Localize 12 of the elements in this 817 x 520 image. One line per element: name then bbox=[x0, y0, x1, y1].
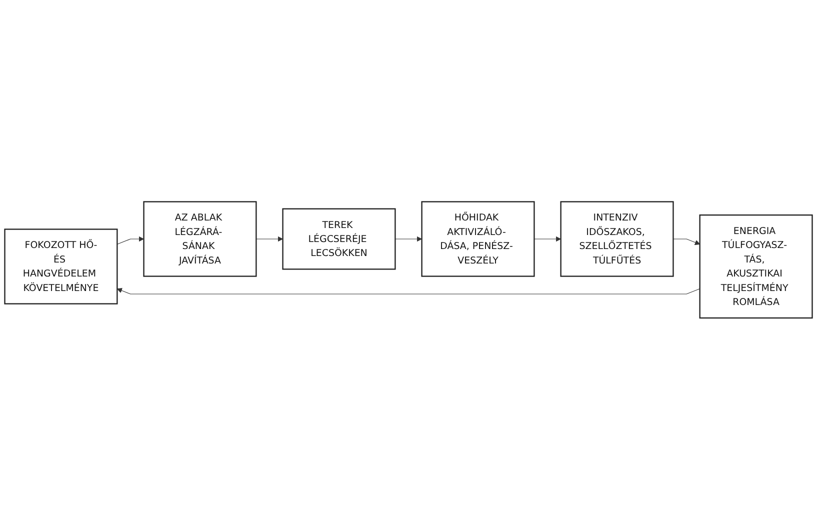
arrow bbox=[534, 236, 562, 242]
node-box: ENERGIA TÚLFOGYASZ- TÁS, AKUSZTIKAI TELJESÍTMÉNY ROMLÁSA bbox=[699, 214, 813, 319]
arrow bbox=[256, 236, 284, 242]
node-box: INTENZIV IDŐSZAKOS, SZELLŐZTETÉS TÚLFŰTÉS bbox=[560, 201, 674, 277]
node-box: HŐHIDAK AKTIVIZÁLÓ- DÁSA, PENÉSZ- VESZÉLY bbox=[421, 201, 535, 277]
node-box: AZ ABLAK LÉGZÁRÁ- SÁNAK JAVÍTÁSA bbox=[143, 201, 257, 277]
arrow bbox=[116, 288, 700, 294]
arrow bbox=[672, 238, 700, 246]
node-box: TEREK LÉGCSERÉJE LECSÖKKEN bbox=[282, 208, 396, 270]
arrow bbox=[394, 236, 422, 242]
arrow bbox=[116, 236, 144, 245]
node-box: FOKOZOTT HŐ-ÉS HANGVÉDELEM KÖVETELMÉNYE bbox=[4, 228, 118, 304]
